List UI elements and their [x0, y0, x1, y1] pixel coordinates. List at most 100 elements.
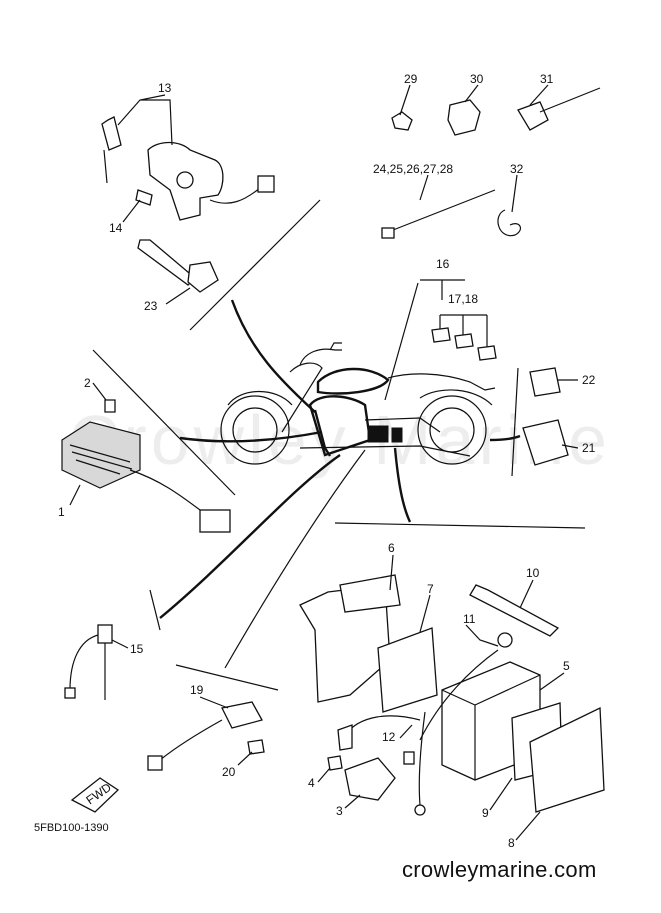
callout-24-28: 24,25,26,27,28: [373, 162, 453, 176]
key: [101, 116, 122, 151]
footer-site-name: crowleymarine.com: [402, 857, 597, 882]
cable-12: [418, 711, 426, 806]
front-wheel-inner: [232, 407, 278, 453]
leader-24-28: [419, 174, 429, 201]
battery-box-cover: [339, 574, 401, 613]
divider-switch: [149, 589, 161, 631]
leader-6: [389, 554, 394, 591]
fwd-arrow-shape: [70, 777, 120, 813]
clip-31-head: [517, 101, 549, 131]
leader-12: [399, 724, 413, 739]
callout-16: 16: [436, 257, 450, 271]
leader-14: [122, 199, 141, 223]
clip-30: [447, 99, 481, 136]
drawing-code: 5FBD100-1390: [34, 822, 109, 834]
steering-lock: [137, 239, 219, 293]
leader-10: [519, 579, 534, 609]
leader-lines: [159, 282, 521, 669]
rectifier-wire: [129, 469, 201, 511]
clamp-32: [497, 209, 522, 237]
leader-3: [344, 794, 361, 809]
rear-fender: [419, 389, 493, 406]
relay-19-wire: [159, 719, 223, 761]
battery-band-10: [469, 584, 560, 637]
pad-8: [529, 706, 605, 813]
callout-17-18: 17,18: [448, 292, 478, 306]
fuse-bracket-17-18: [439, 314, 488, 350]
front-wheel: [220, 395, 290, 465]
leader-2: [92, 382, 107, 401]
relay-19-body: [221, 701, 263, 729]
leader-ignition: [230, 299, 316, 413]
leader-9: [489, 777, 513, 811]
callout-22: 22: [582, 373, 596, 387]
pad-7: [377, 627, 438, 713]
rear-wheel: [417, 395, 487, 465]
callout-7: 7: [427, 582, 434, 596]
leader-4: [317, 767, 331, 783]
callout-8: 8: [508, 836, 515, 850]
switch-connector: [257, 175, 275, 193]
fuse-2: [454, 333, 474, 349]
divider-ignition: [189, 199, 321, 331]
fuse-1: [431, 327, 451, 343]
clip-31-band: [539, 87, 601, 113]
callout-20: 20: [222, 765, 236, 779]
lock-shaft: [137, 239, 196, 286]
leader-19: [199, 696, 229, 709]
leader-29: [399, 84, 411, 116]
divider-relay: [175, 664, 279, 691]
callout-5: 5: [563, 659, 570, 673]
callout-23: 23: [144, 299, 158, 313]
battery-box-6: [299, 584, 391, 703]
battery-location: [367, 425, 389, 443]
rectifier-connector: [199, 509, 231, 533]
frame-lower: [364, 417, 441, 433]
leader-23: [165, 287, 191, 305]
bolt-4: [327, 755, 343, 771]
starter-relay-19: [147, 701, 265, 771]
cable-tie-head: [381, 227, 395, 239]
battery-5-edges: [441, 674, 541, 780]
fork: [281, 362, 323, 433]
front-fender: [227, 390, 293, 406]
leader-7: [419, 594, 431, 633]
leader-fuse-box: [384, 282, 419, 401]
callout-31: 31: [540, 72, 554, 86]
callout-32: 32: [510, 162, 524, 176]
fwd-arrow: [70, 777, 120, 813]
divider-battery: [334, 522, 586, 529]
leader-30: [464, 84, 479, 103]
switch-lock: [176, 171, 194, 189]
callout-30: 30: [470, 72, 484, 86]
leader-relays: [489, 434, 521, 442]
callout-9: 9: [482, 806, 489, 820]
key-blade: [103, 149, 108, 184]
rectifier-body: [61, 421, 141, 489]
callout-1: 1: [58, 505, 65, 519]
cable-12-terminal: [414, 804, 426, 816]
ignition-switch: [101, 116, 275, 221]
lock-head: [187, 261, 219, 293]
callout-12: 12: [382, 730, 396, 744]
switch-15-wire: [69, 634, 99, 691]
clip-29: [391, 111, 413, 131]
leader-relay: [224, 449, 366, 669]
cable-11-end: [497, 632, 513, 648]
neutral-switch: [64, 624, 113, 700]
bolt-2: [104, 399, 116, 413]
group-divider-lines: [92, 199, 586, 691]
bolt-20: [247, 739, 265, 755]
leader-5: [539, 672, 565, 691]
fuse-box: [420, 279, 497, 361]
switch-15-body: [97, 624, 113, 644]
relays-right: [522, 367, 569, 466]
bolt-14: [135, 189, 153, 206]
leader-32: [511, 174, 518, 213]
leader-11: [465, 624, 499, 647]
fuse-bracket-16: [420, 279, 465, 300]
switch-wire: [209, 187, 261, 204]
leader-8: [515, 811, 541, 841]
leader-21: [561, 444, 579, 449]
